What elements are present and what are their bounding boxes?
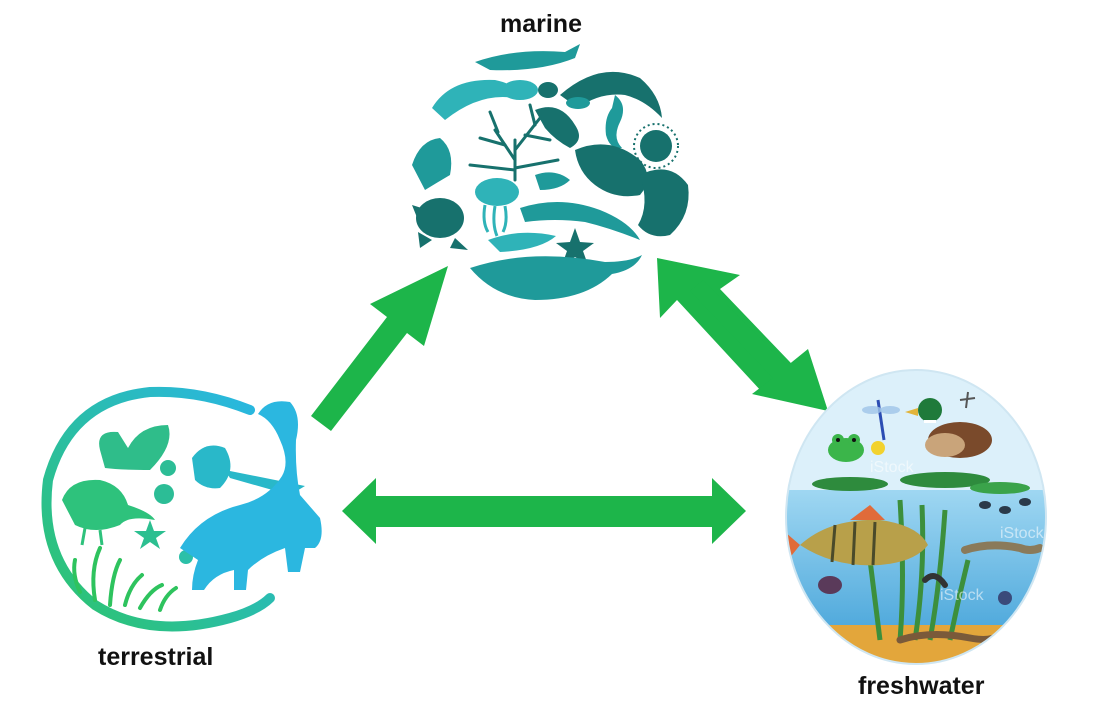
watermark-text: iStock <box>940 587 985 604</box>
marine-animals-circle-icon <box>412 44 689 300</box>
arrow-body-terrestrial-freshwater <box>342 478 746 544</box>
marine-label: marine <box>500 10 582 39</box>
freshwater-ecosystem-icon: iStock iStock iStock <box>780 365 1055 670</box>
watermark-text: iStock <box>1000 525 1045 542</box>
watermark-text: iStock <box>870 459 915 476</box>
terrestrial-animals-icon <box>47 392 322 627</box>
arrow-marine-freshwater <box>657 258 828 411</box>
arrow-terrestrial-freshwater <box>342 478 746 544</box>
terrestrial-label: terrestrial <box>98 643 213 672</box>
arrow-marine-terrestrial <box>311 266 448 431</box>
freshwater-label: freshwater <box>858 672 984 701</box>
